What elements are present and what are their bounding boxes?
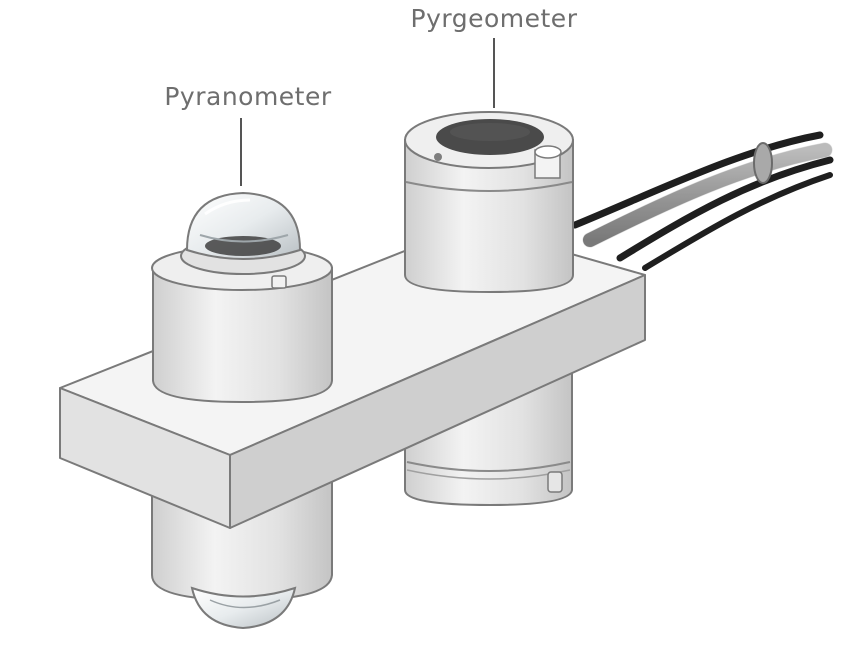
cable-bundle [571,131,834,271]
pyrgeometer-label: Pyrgeometer [411,4,578,33]
pyranometer-label: Pyranometer [164,82,332,111]
pyrgeometer [404,111,574,294]
pyrgeometer-callout: Pyrgeometer [411,4,578,108]
cable-tie [753,142,773,184]
pyranometer [151,191,333,404]
pyranometer-callout: Pyranometer [164,82,332,186]
